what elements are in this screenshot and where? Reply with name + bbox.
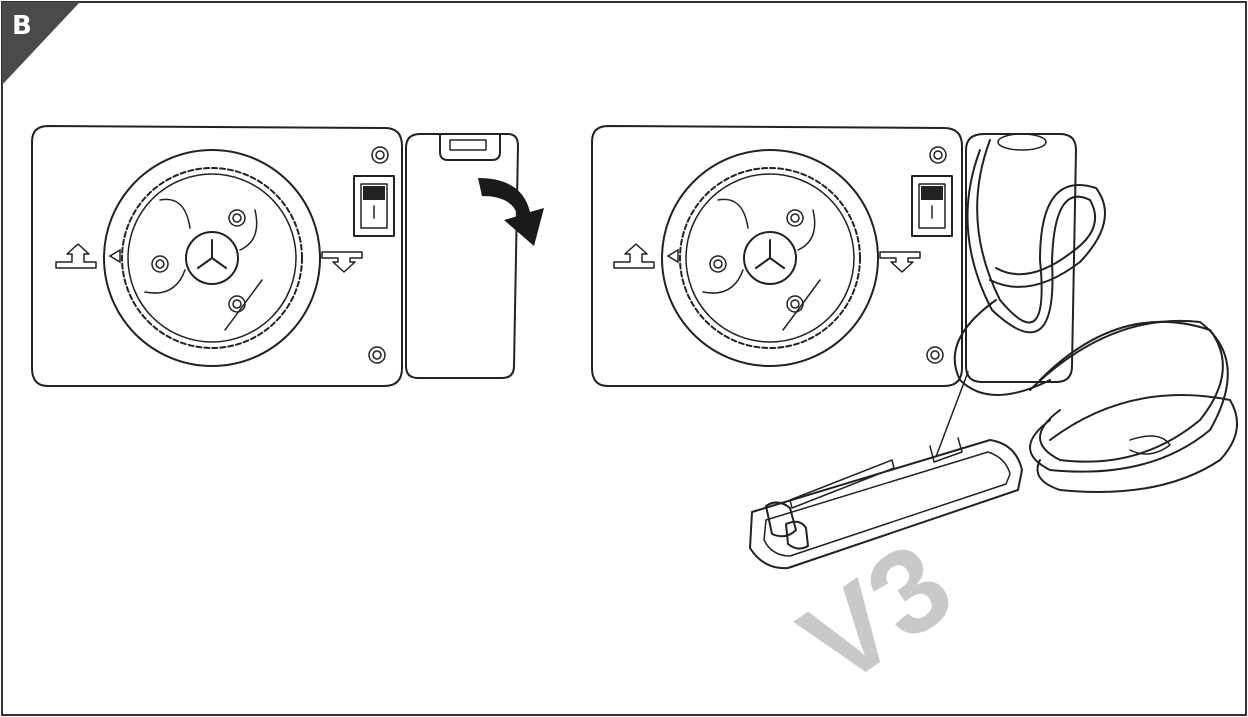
lid-tether <box>933 371 969 463</box>
hose-down-arrow-icon <box>321 251 363 273</box>
pointer-triangle-icon <box>666 248 679 264</box>
pump-unit-open <box>591 125 963 387</box>
hose-up-arrow-icon <box>55 243 97 269</box>
screw-icon <box>929 146 947 164</box>
screw-icon <box>228 295 246 313</box>
side-cover-closed <box>405 133 519 379</box>
pump-unit-closed <box>31 125 403 387</box>
screw-icon <box>228 209 246 227</box>
screw-icon <box>786 295 804 313</box>
hose-up-arrow-icon <box>613 243 655 269</box>
screw-icon <box>709 255 727 273</box>
power-cord <box>933 139 1238 493</box>
pointer-triangle-icon <box>108 248 121 264</box>
valve-dial <box>661 149 879 367</box>
cover-lid-removed <box>749 437 1023 570</box>
panel-label: B <box>12 11 32 41</box>
screw-icon <box>368 346 386 364</box>
screw-icon <box>926 346 944 364</box>
screw-icon <box>786 209 804 227</box>
hose-down-arrow-icon <box>879 251 921 273</box>
screw-icon <box>151 255 169 273</box>
cord-compartment <box>965 133 1077 383</box>
screw-icon <box>371 146 389 164</box>
curved-arrow-icon <box>478 178 544 246</box>
panel-badge: B <box>2 2 80 85</box>
valve-dial <box>103 149 321 367</box>
power-switch-icon <box>353 175 395 237</box>
power-switch-icon <box>911 175 953 237</box>
